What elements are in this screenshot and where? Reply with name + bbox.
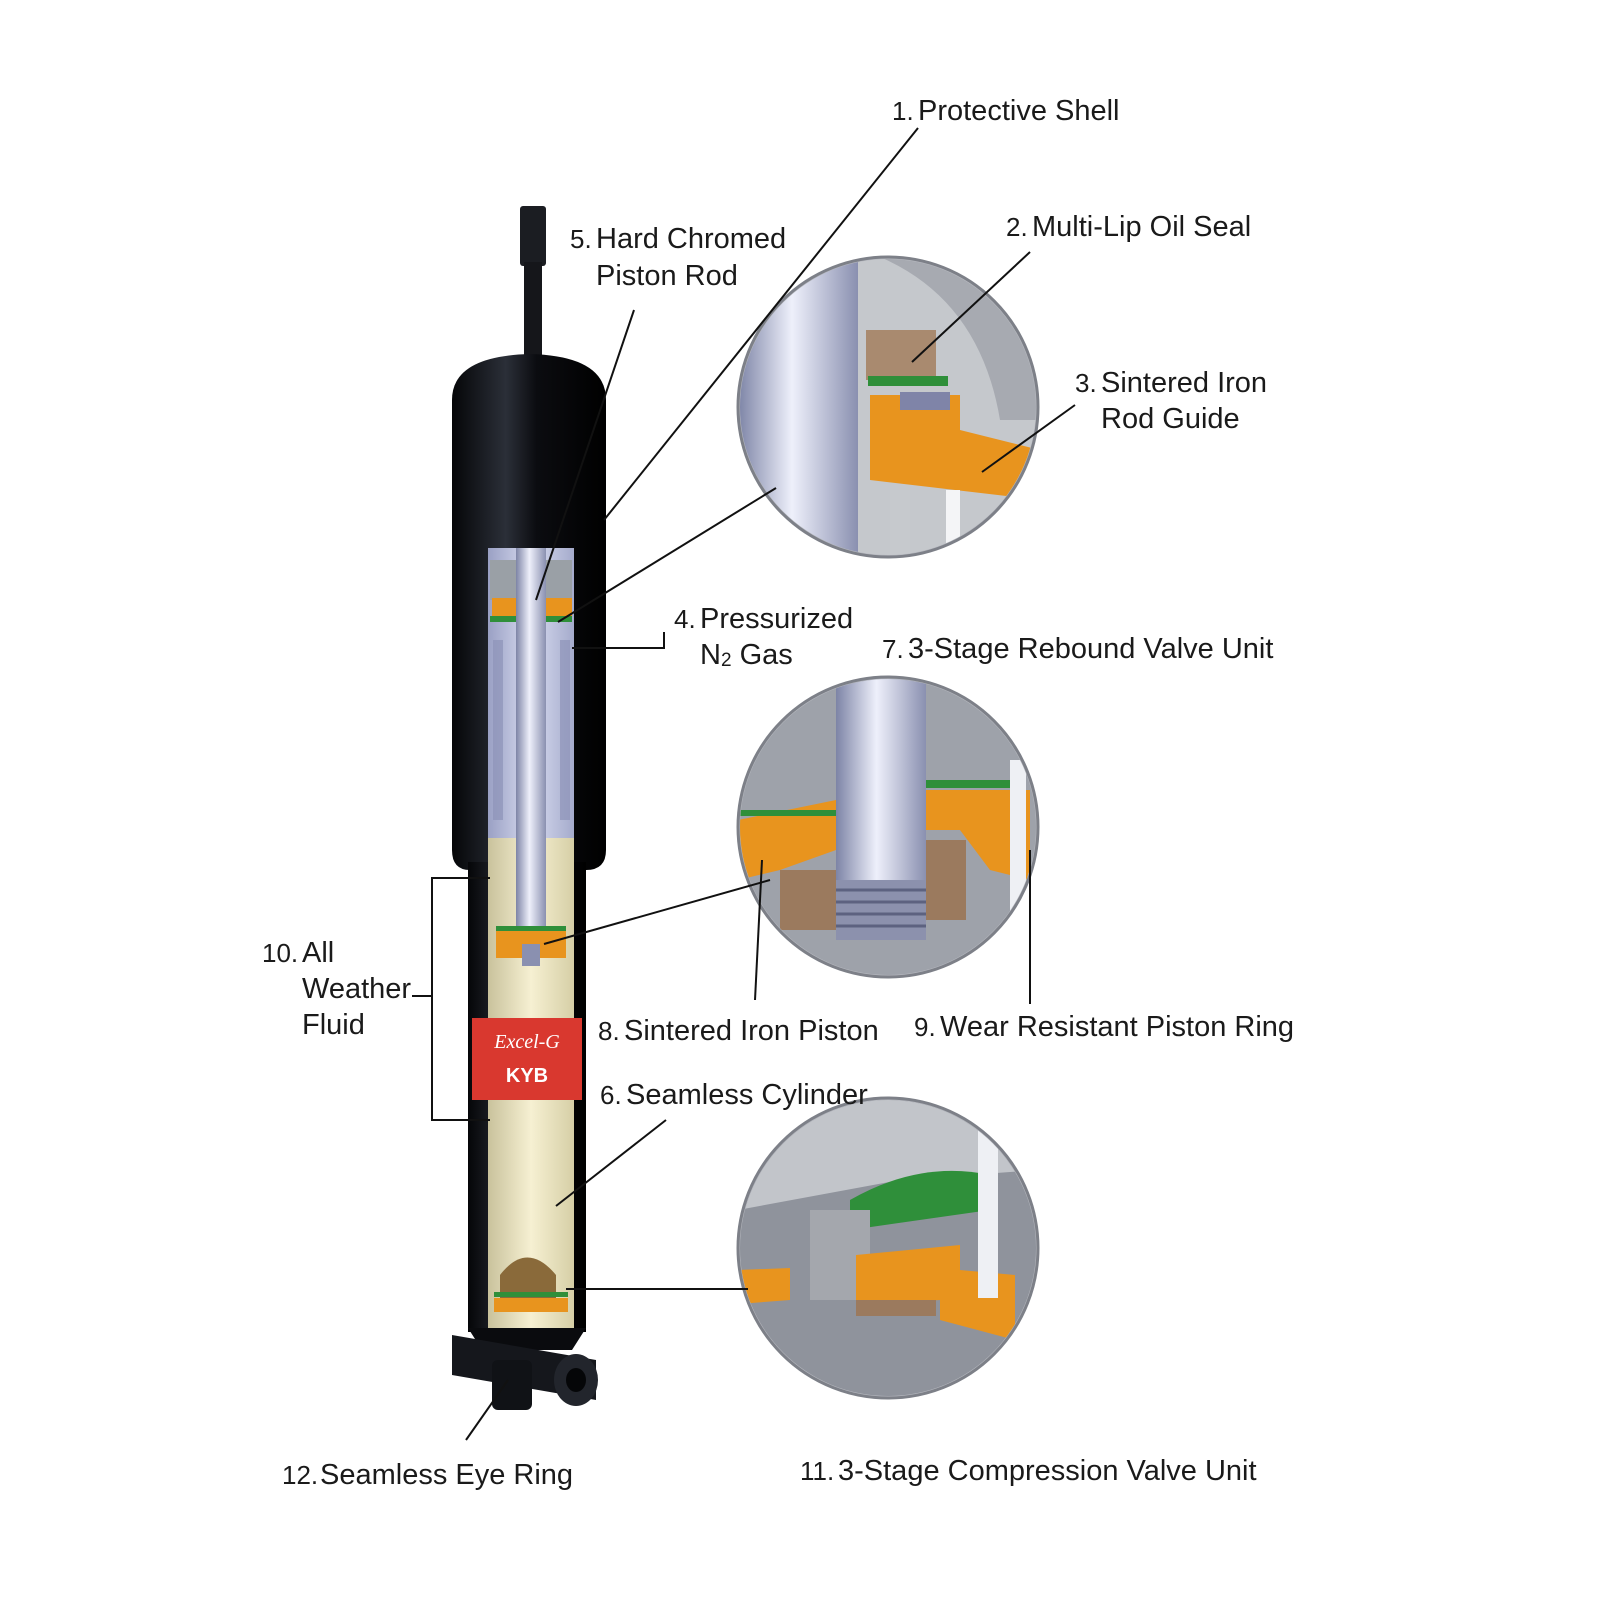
compression-valve-discs <box>850 1170 990 1230</box>
leader-protective-shell <box>603 127 919 521</box>
eye-ring <box>452 1335 598 1410</box>
compression-valve-iron <box>856 1245 1015 1340</box>
label-3-number: 3. <box>1075 368 1097 398</box>
leader-oil-seal <box>911 251 1031 363</box>
piston-detail-right <box>926 790 1030 880</box>
label-9-number: 9. <box>914 1012 936 1042</box>
label-8-text: Sintered Iron Piston <box>624 1015 879 1047</box>
leader-eye-ring <box>465 1379 509 1441</box>
label-1-text: Protective Shell <box>918 95 1120 127</box>
label-10-line1: All <box>302 937 334 969</box>
base-valve <box>500 1257 556 1300</box>
leader-rod-guide <box>981 404 1076 473</box>
rod-guide-iron-left <box>492 598 522 616</box>
label-7-number: 7. <box>882 634 904 664</box>
leader-piston <box>543 879 771 945</box>
label-6-text: Seamless Cylinder <box>626 1079 868 1111</box>
label-5-number: 5. <box>570 224 592 254</box>
leader-piston-detail <box>754 859 763 1001</box>
label-5-line2: Piston Rod <box>596 260 738 292</box>
label-1-number: 1. <box>892 96 914 126</box>
leader-gas <box>572 632 665 649</box>
rod-guide-detail <box>870 395 1036 500</box>
piston-detail-left <box>740 800 836 880</box>
rod-top-stud <box>520 206 546 266</box>
detail-circle-rod-guide <box>736 255 1040 559</box>
shock-absorber: Excel-G KYB <box>452 206 606 1410</box>
label-9-text: Wear Resistant Piston Ring <box>940 1011 1294 1043</box>
detail-circle-piston <box>736 675 1040 979</box>
leader-cylinder <box>555 1119 667 1207</box>
leader-piston-rod <box>535 309 635 601</box>
labels: 1. Protective Shell 2. Multi-Lip Oil Sea… <box>262 95 1294 1491</box>
brand-band-line1: Excel-G <box>493 1031 560 1053</box>
label-11-text: 3-Stage Compression Valve Unit <box>838 1455 1257 1487</box>
label-3-line1: Sintered Iron <box>1101 367 1267 399</box>
label-2-text: Multi-Lip Oil Seal <box>1032 211 1251 243</box>
oil-seal <box>866 330 936 380</box>
leader-rod-guide-body <box>557 487 777 623</box>
label-5-line1: Hard Chromed <box>596 223 786 255</box>
label-12-text: Seamless Eye Ring <box>320 1459 573 1491</box>
leader-lines <box>412 127 1076 1441</box>
rod-upper <box>524 262 542 362</box>
label-4-number: 4. <box>674 604 696 634</box>
label-11-number: 11. <box>800 1456 834 1486</box>
piston-rod <box>516 548 546 948</box>
label-4-line1: Pressurized <box>700 603 853 635</box>
label-4-line2: N2 Gas <box>700 639 793 671</box>
detail-circle-compression-valve <box>736 1096 1040 1400</box>
label-8-number: 8. <box>598 1016 620 1046</box>
label-10-number: 10. <box>262 938 298 968</box>
label-10-line3: Fluid <box>302 1009 365 1041</box>
rod-guide-iron-right <box>542 598 572 616</box>
label-3-line2: Rod Guide <box>1101 403 1240 435</box>
brand-band-line2: KYB <box>506 1065 548 1087</box>
label-2-number: 2. <box>1006 212 1028 242</box>
bracket-fluid <box>431 877 490 1121</box>
label-6-number: 6. <box>600 1080 622 1110</box>
brand-band <box>472 1018 582 1100</box>
label-7-text: 3-Stage Rebound Valve Unit <box>908 633 1273 665</box>
label-12-number: 12. <box>282 1460 318 1490</box>
label-10-line2: Weather <box>302 973 411 1005</box>
